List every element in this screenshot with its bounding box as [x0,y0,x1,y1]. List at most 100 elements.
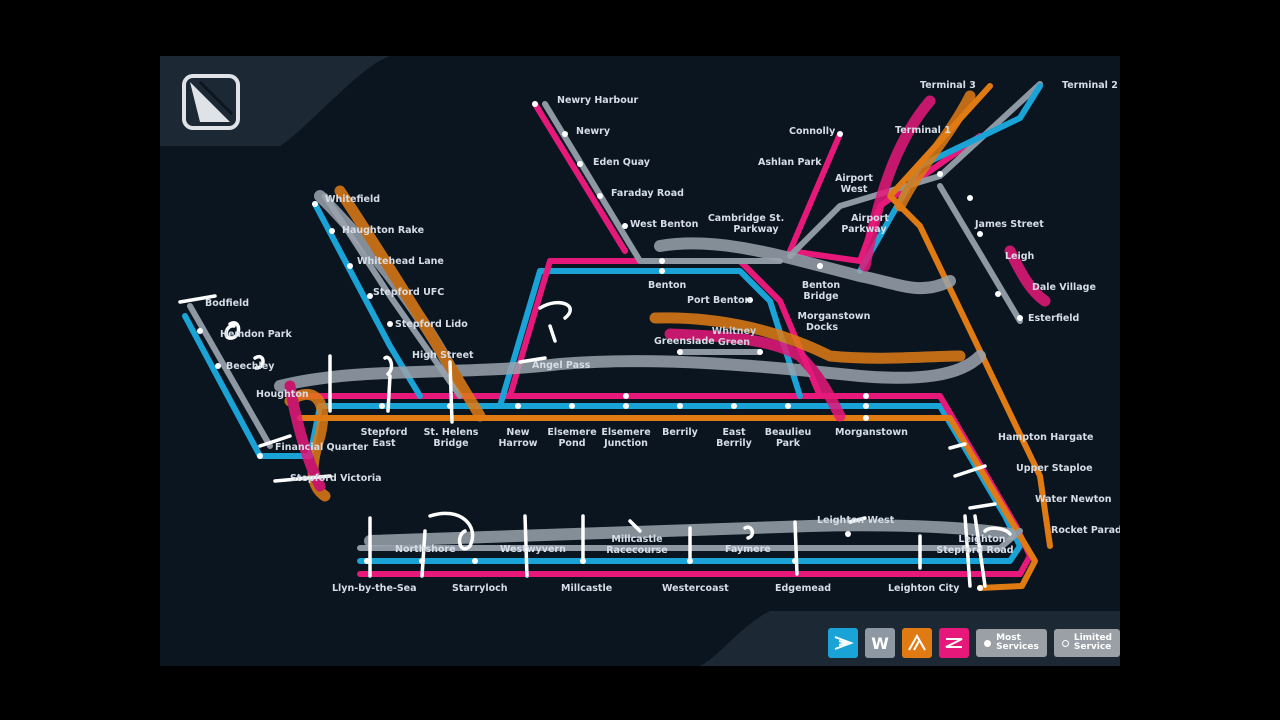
station-high-street: High Street [412,350,474,361]
station-whitefield: Whitefield [325,194,380,205]
orange-annotation-stroke-4 [894,90,976,212]
elsemere-pond-line-2: Pond [558,438,585,449]
station-westwyvern: Westwyvern [500,544,566,555]
station-newry: Newry [576,126,611,137]
station-rocket-parade: Rocket Parade [1051,525,1120,536]
airport-west-line-2: West [841,184,868,195]
cambridge-line-1: Cambridge St. [708,213,784,224]
station-cambridge-st-parkway: Cambridge St.Parkway [708,213,784,235]
station-faymere: Faymere [725,544,771,555]
stylized-leaf-logo-icon [182,74,240,130]
station-angel-pass: Angel Pass [532,360,591,371]
east-berrily-line-1: East [722,427,746,438]
leighton-sr-line-1: Leighton [958,534,1005,545]
elsemere-pond-line-1: Elsemere [547,427,596,438]
station-haughton-rake: Haughton Rake [342,225,424,236]
waterline-w-icon: W [865,628,896,658]
orange-annotation-stroke [334,185,486,422]
station-stepford-lido: Stepford Lido [395,319,468,330]
racecourse-line-2: Racecourse [606,545,668,556]
station-northshore: Northshore [395,544,456,555]
legend-w-letter: W [871,633,889,653]
pink-annotation-stroke-3 [1004,245,1051,307]
blue-line-main [182,313,1023,564]
grey-annotation-stroke [274,350,986,392]
st-helens-line-1: St. Helens [424,427,479,438]
station-port-benton: Port Benton [687,295,752,306]
beaulieu-line-2: Park [776,438,801,449]
station-leighton-city: Leighton City [888,583,960,594]
station-terminal-3: Terminal 3 [920,80,976,91]
station-leigh: Leigh [1005,251,1035,262]
station-markers [197,101,1023,591]
new-harrow-line-1: New [506,427,529,438]
whitney-green-line-2: Green [718,337,750,348]
st-helens-line-2: Bridge [433,438,468,449]
elsemere-junction-line-1: Elsemere [601,427,650,438]
blue-whitefield-branch [312,201,423,399]
pink-annotation-stroke-2 [859,95,936,272]
blue-airport-branch [857,83,1043,274]
grey-newry-branch [542,101,783,264]
orange-line-main [297,415,1038,591]
station-west-benton: West Benton [630,219,699,230]
elsemere-junction-line-2: Junction [603,438,648,449]
morganstown-docks-line-1: Morganstown [798,311,871,322]
new-harrow-line-2: Harrow [498,438,537,449]
station-terminal-1: Terminal 1 [895,125,951,136]
station-llyn-by-the-sea: Llyn-by-the-Sea [332,583,417,594]
racecourse-line-1: Millcastle [611,534,662,545]
grey-esterfield-branch [937,183,1023,324]
orange-airport-branch [887,83,1053,549]
leighton-sr-line-2: Stepford Road [936,545,1013,556]
morganstown-docks-line-2: Docks [806,322,838,333]
airlink-a-icon [902,628,933,658]
station-water-newton: Water Newton [1035,494,1112,505]
station-berrily: Berrily [662,427,699,438]
station-james-street: James Street [974,219,1044,230]
station-edgemead: Edgemead [775,583,831,594]
station-eden-quay: Eden Quay [593,157,651,168]
station-faraday-road: Faraday Road [611,188,684,199]
berrily-line-1: Berrily [662,427,699,438]
grey-annotation-stroke-2 [364,519,1016,547]
grey-annotation-stroke-4 [654,237,956,295]
ring-dot-icon [1061,639,1069,647]
station-bodfield: Bodfield [205,298,249,309]
station-beechley: Beechley [226,361,275,372]
beaulieu-line-1: Beaulieu [765,427,812,438]
pink-annotation-stroke [664,328,846,422]
station-millcastle: Millcastle [561,583,612,594]
rail-map: Newry Harbour Newry Eden Quay Faraday Ro… [160,56,1120,666]
station-hemdon-park: Hemdon Park [220,329,292,340]
header-wedge [160,56,390,146]
station-starryloch: Starryloch [452,583,508,594]
station-houghton: Houghton [256,389,309,400]
station-morganstown: Morganstown [835,427,908,438]
network-map-svg: Newry Harbour Newry Eden Quay Faraday Ro… [160,56,1120,666]
station-newry-harbour: Newry Harbour [557,95,638,106]
station-stepford-ufc: Stepford UFC [373,287,444,298]
station-upper-staploe: Upper Staploe [1016,463,1093,474]
airport-parkway-line-1: Airport [851,213,889,224]
station-ashlan-park: Ashlan Park [758,157,822,168]
station-financial-quarter: Financial Quarter [275,442,368,453]
cambridge-line-2: Parkway [733,224,779,235]
station-connolly: Connolly [789,126,836,137]
airport-parkway-line-2: Parkway [841,224,887,235]
